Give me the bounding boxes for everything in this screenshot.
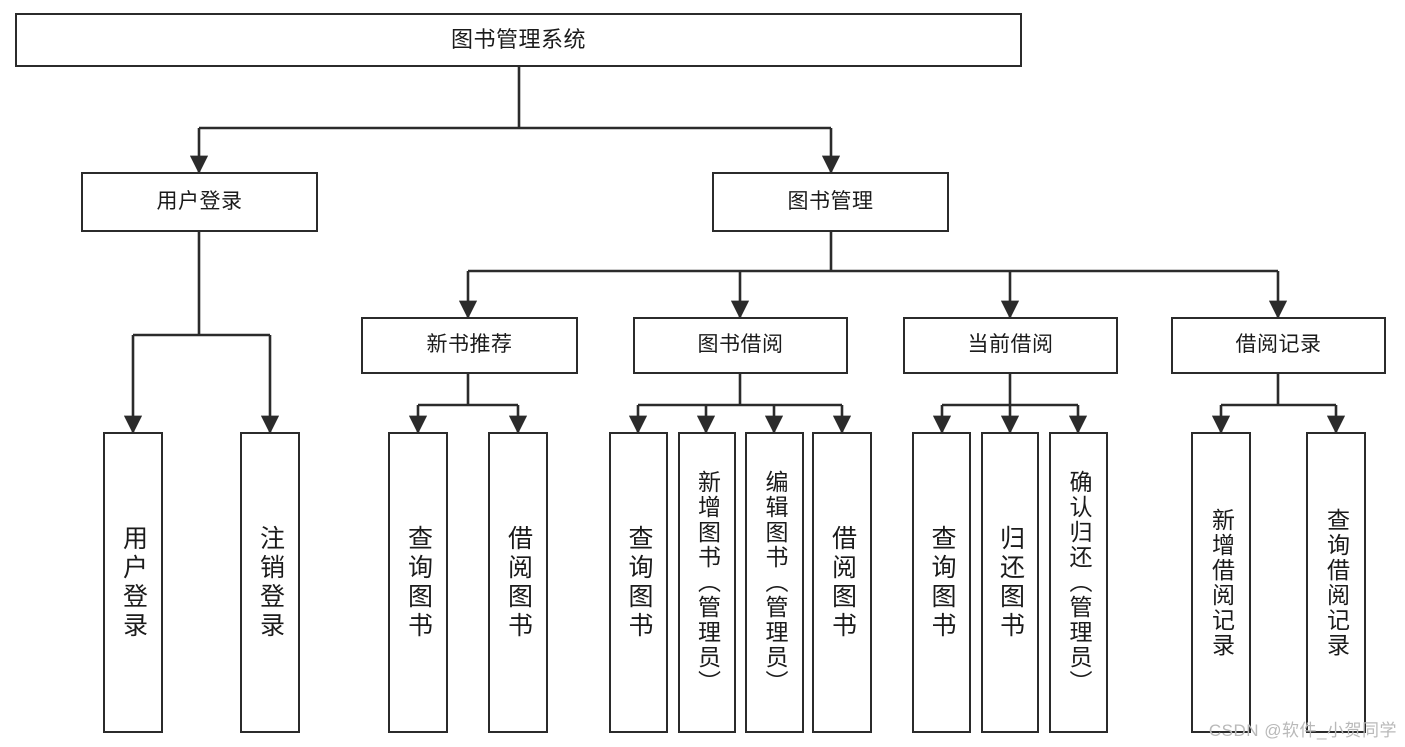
node-leaf-add-record-label: 新增借阅记录 xyxy=(1208,507,1235,658)
node-new-book-recommend-label: 新书推荐 xyxy=(426,333,513,357)
node-leaf-confirm-return[interactable]: 确认归还（管理员） xyxy=(1049,432,1108,733)
node-leaf-query-book-1-label: 查询图书 xyxy=(404,524,433,641)
node-leaf-query-record[interactable]: 查询借阅记录 xyxy=(1306,432,1366,733)
node-leaf-borrow-book-2-label: 借阅图书 xyxy=(828,524,857,641)
node-root-label: 图书管理系统 xyxy=(450,27,586,53)
node-leaf-return-book[interactable]: 归还图书 xyxy=(981,432,1039,733)
node-book-borrow[interactable]: 图书借阅 xyxy=(633,317,848,374)
node-root[interactable]: 图书管理系统 xyxy=(15,13,1022,67)
node-leaf-query-book-3[interactable]: 查询图书 xyxy=(912,432,971,733)
node-leaf-borrow-book-1[interactable]: 借阅图书 xyxy=(488,432,548,733)
watermark: CSDN @软件_小贺同学 xyxy=(1208,721,1397,740)
node-book-manage[interactable]: 图书管理 xyxy=(712,172,949,232)
node-leaf-user-logout[interactable]: 注销登录 xyxy=(240,432,300,733)
node-leaf-user-login-label: 用户登录 xyxy=(119,524,148,641)
node-leaf-add-book[interactable]: 新增图书（管理员） xyxy=(678,432,736,733)
node-leaf-query-book-3-label: 查询图书 xyxy=(928,524,956,641)
node-leaf-confirm-return-label: 确认归还（管理员） xyxy=(1066,470,1092,695)
node-leaf-edit-book[interactable]: 编辑图书（管理员） xyxy=(745,432,804,733)
node-leaf-borrow-book-2[interactable]: 借阅图书 xyxy=(812,432,872,733)
node-current-borrow-label: 当前借阅 xyxy=(967,333,1054,357)
node-leaf-user-logout-label: 注销登录 xyxy=(256,524,285,641)
node-user-login-label: 用户登录 xyxy=(156,189,243,213)
node-leaf-query-book-2-label: 查询图书 xyxy=(625,524,653,641)
node-leaf-return-book-label: 归还图书 xyxy=(996,524,1025,641)
node-leaf-query-book-1[interactable]: 查询图书 xyxy=(388,432,448,733)
node-leaf-borrow-book-1-label: 借阅图书 xyxy=(504,524,533,641)
node-user-login[interactable]: 用户登录 xyxy=(81,172,318,232)
node-current-borrow[interactable]: 当前借阅 xyxy=(903,317,1118,374)
node-leaf-user-login[interactable]: 用户登录 xyxy=(103,432,163,733)
node-new-book-recommend[interactable]: 新书推荐 xyxy=(361,317,578,374)
node-leaf-query-book-2[interactable]: 查询图书 xyxy=(609,432,668,733)
node-leaf-query-record-label: 查询借阅记录 xyxy=(1323,507,1350,658)
node-book-borrow-label: 图书借阅 xyxy=(697,333,784,357)
node-book-manage-label: 图书管理 xyxy=(787,189,874,213)
node-leaf-edit-book-label: 编辑图书（管理员） xyxy=(762,470,788,695)
node-borrow-record[interactable]: 借阅记录 xyxy=(1171,317,1386,374)
node-leaf-add-record[interactable]: 新增借阅记录 xyxy=(1191,432,1251,733)
node-leaf-add-book-label: 新增图书（管理员） xyxy=(694,470,721,695)
node-borrow-record-label: 借阅记录 xyxy=(1235,333,1322,357)
